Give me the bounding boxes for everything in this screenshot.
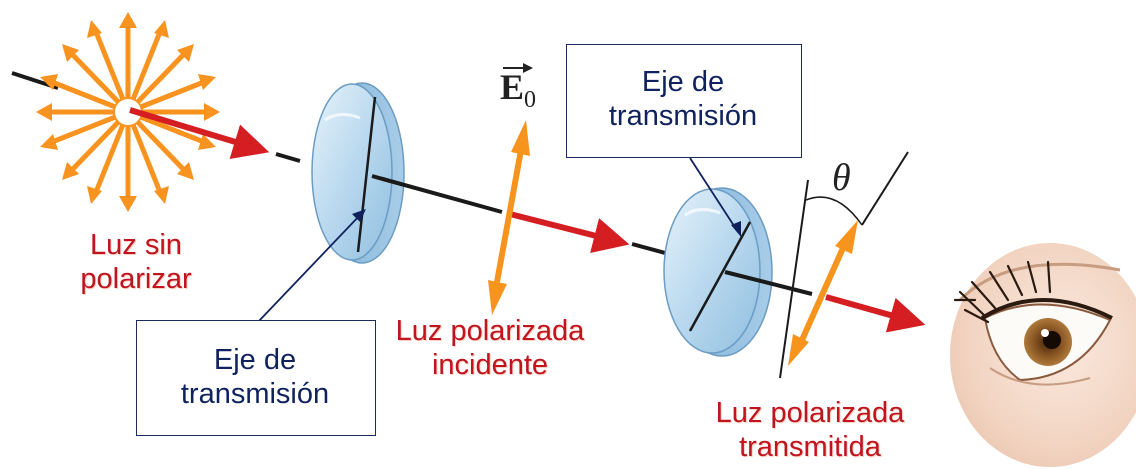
transmission-axis-line-1 <box>356 96 377 253</box>
transmission-axis-line-2 <box>688 221 752 332</box>
transmission-axis-callout-left: Eje de transmisión <box>136 320 376 436</box>
callout-leader-left <box>257 209 366 323</box>
transmitted-field-double-arrow <box>788 220 858 366</box>
transmitted-polarized-light-label: Luz polarizada transmitida <box>700 396 920 464</box>
unpolarized-light-label: Luz sin polarizar <box>66 228 206 296</box>
beam-segment-unpolarized <box>129 107 301 163</box>
unpolarized-light-star-icon <box>36 12 220 212</box>
beam-segment-transmitted <box>724 270 926 333</box>
transmission-axis-callout-left-line-1: Eje de <box>213 344 297 376</box>
field-symbol: E0 <box>500 66 536 113</box>
angle-reference-lines <box>779 151 909 379</box>
unpolarized-light-label-line-1: Luz sin <box>90 229 182 261</box>
incident-polarized-light-label-line-1: Luz polarizada <box>395 315 585 347</box>
transmission-axis-callout-left-line-2: transmisión <box>180 378 330 410</box>
callout-leader-right <box>689 157 741 237</box>
field-letter: E <box>500 67 525 107</box>
transmitted-polarized-light-label-line-1: Luz polarizada <box>715 397 905 429</box>
angle-theta-label: θ <box>832 157 851 199</box>
transmission-axis-callout-right-line-2: transmisión <box>608 100 758 132</box>
transmission-axis-callout-right-line-1: Eje de <box>641 66 725 98</box>
unpolarized-light-label-line-2: polarizar <box>80 263 192 295</box>
beam-segment-polarized-1 <box>371 174 681 259</box>
field-subscript: 0 <box>524 87 537 113</box>
transmission-axis-callout-right: Eje de transmisión <box>566 44 802 158</box>
transmission-axis-callout-left-text: Eje de transmisión <box>137 343 373 411</box>
incident-polarized-light-label: Luz polarizada incidente <box>380 314 600 382</box>
transmission-axis-callout-right-text: Eje de transmisión <box>567 65 799 133</box>
vector-arrow-icon <box>503 63 533 73</box>
incident-polarized-light-label-line-2: incidente <box>431 349 549 381</box>
eye-icon <box>950 243 1136 467</box>
incident-field-double-arrow <box>488 120 530 315</box>
polarizer-disc-2 <box>663 187 773 357</box>
polarizer-disc-1 <box>311 82 405 264</box>
transmitted-polarized-light-label-line-2: transmitida <box>739 431 881 463</box>
